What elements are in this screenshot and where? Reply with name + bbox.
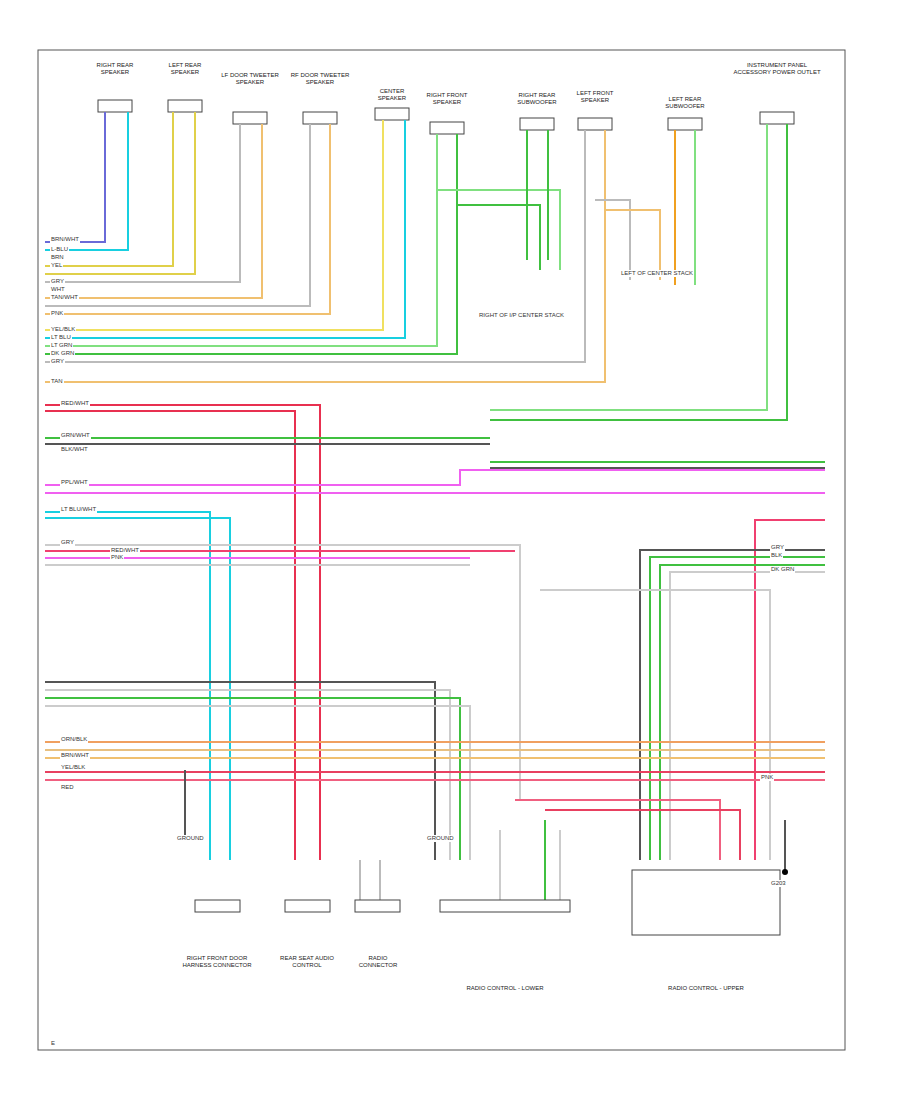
wire-label: PNK [50, 310, 64, 317]
wire-label: WHT [50, 286, 66, 293]
component-label: LF DOOR TWEETER SPEAKER [220, 72, 280, 86]
wire-label: E [50, 1040, 56, 1047]
wire-label: GRY [50, 278, 65, 285]
wire-label: LEFT OF CENTER STACK [620, 270, 694, 277]
component-label: RADIO CONTROL - UPPER [651, 985, 761, 992]
component-name: CENTER SPEAKER [367, 88, 417, 102]
wire-label: BRN/WHT [60, 752, 90, 759]
wire-label: LT GRN [50, 342, 73, 349]
component-name: REAR SEAT AUDIO CONTROL [277, 955, 337, 969]
component-label: INSTRUMENT PANEL ACCESSORY POWER OUTLET [732, 62, 822, 76]
component-name: LEFT REAR SPEAKER [155, 62, 215, 76]
wire-label: GRY [50, 358, 65, 365]
component-name: RF DOOR TWEETER SPEAKER [290, 72, 350, 86]
wire-label: GRY [770, 544, 785, 551]
wire-label: DK GRN [770, 566, 795, 573]
wire-label: G203 [770, 880, 787, 887]
wire-label: RED/WHT [60, 400, 90, 407]
component-name: RIGHT FRONT DOOR HARNESS CONNECTOR [182, 955, 252, 969]
wire-label: BLK/WHT [60, 446, 89, 453]
wire-label: GRY [60, 539, 75, 546]
component-label: RADIO CONNECTOR [351, 955, 406, 969]
component-label: CENTER SPEAKER [367, 88, 417, 102]
wire-label: YEL/BLK [50, 326, 76, 333]
component-label: RIGHT FRONT SPEAKER [420, 92, 475, 106]
wire-label: BRN/WHT [50, 236, 80, 243]
component-label: RIGHT REAR SUBWOOFER [510, 92, 565, 106]
wire-label: PPL/WHT [60, 479, 89, 486]
component-name: RADIO CONTROL - LOWER [455, 985, 555, 992]
wire-label: TAN [50, 378, 64, 385]
wire-label: GROUND [176, 835, 205, 842]
wire-label: L-BLU [50, 246, 69, 253]
wire-label: LT BLU [50, 334, 72, 341]
component-label: REAR SEAT AUDIO CONTROL [277, 955, 337, 969]
wire-label: DK GRN [50, 350, 75, 357]
wire-label: ORN/BLK [60, 736, 88, 743]
component-name: LEFT FRONT SPEAKER [568, 90, 623, 104]
component-name: RIGHT REAR SUBWOOFER [510, 92, 565, 106]
wire-label: RIGHT OF I/P CENTER STACK [478, 312, 565, 319]
component-name: INSTRUMENT PANEL ACCESSORY POWER OUTLET [732, 62, 822, 76]
component-label: LEFT REAR SUBWOOFER [658, 96, 713, 110]
component-label: RIGHT REAR SPEAKER [85, 62, 145, 76]
component-name: RIGHT REAR SPEAKER [85, 62, 145, 76]
component-label: LEFT FRONT SPEAKER [568, 90, 623, 104]
component-label: RF DOOR TWEETER SPEAKER [290, 72, 350, 86]
wire-label: RED/WHT [110, 547, 140, 554]
component-name: LF DOOR TWEETER SPEAKER [220, 72, 280, 86]
wire-label: BRN [50, 254, 65, 261]
wire-label: GROUND [426, 835, 455, 842]
component-label: LEFT REAR SPEAKER [155, 62, 215, 76]
wire-label: RED [60, 784, 75, 791]
wire-label: TAN/WHT [50, 294, 79, 301]
component-name: RADIO CONTROL - UPPER [651, 985, 761, 992]
wire-label: BLK [770, 552, 783, 559]
wire-label: YEL/BLK [60, 764, 86, 771]
wire-label: LT BLU/WHT [60, 506, 97, 513]
component-name: RIGHT FRONT SPEAKER [420, 92, 475, 106]
component-label: RIGHT FRONT DOOR HARNESS CONNECTOR [182, 955, 252, 969]
wire-label: GRN/WHT [60, 432, 91, 439]
component-label: RADIO CONTROL - LOWER [455, 985, 555, 992]
wire-label: YEL [50, 262, 63, 269]
wire-label: PNK [760, 774, 774, 781]
component-name: LEFT REAR SUBWOOFER [658, 96, 713, 110]
wire-label: PNK [110, 554, 124, 561]
component-name: RADIO CONNECTOR [351, 955, 406, 969]
